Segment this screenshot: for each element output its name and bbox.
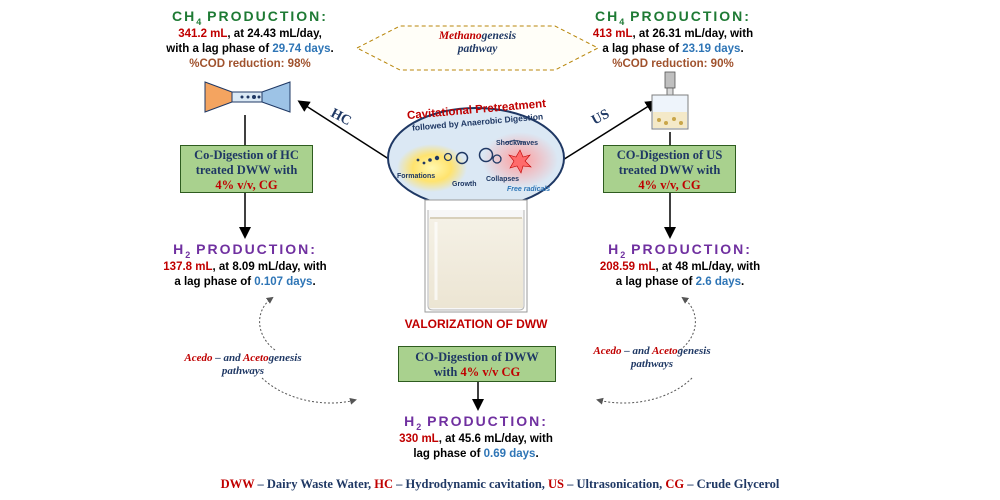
left-ch4-line1: 341.2 mL, at 24.43 mL/day,: [178, 27, 322, 40]
beaker-image: [424, 199, 528, 313]
left-pathway-label: Acedo – and Acetogenesis pathways: [168, 352, 318, 378]
formations-label: Formations: [397, 173, 436, 180]
cavitation-ellipse: [387, 107, 565, 209]
left-h2-line2: a lag phase of 0.107 days.: [174, 275, 316, 288]
left-ch4-block: CH4 PRODUCTION: 341.2 mL, at 24.43 mL/da…: [152, 8, 348, 72]
right-ch4-title: CH4 PRODUCTION:: [595, 8, 751, 27]
right-ch4-line1: 413 mL, at 26.31 mL/day, with: [592, 27, 754, 40]
us-device-icon: [651, 71, 689, 130]
us-arrow: [557, 100, 658, 164]
bottom-h2-title: H2 PRODUCTION:: [404, 413, 548, 432]
right-pathway-line2: pathways: [630, 358, 674, 370]
right-ch4-line2: a lag phase of 23.19 days.: [602, 42, 744, 55]
bottom-h2-line2: lag phase of 0.69 days.: [413, 447, 539, 460]
right-box-line2: treated DWW with: [618, 163, 721, 177]
center-codigestion-box: CO-Digestion of DWW with 4% v/v CG: [398, 346, 556, 382]
methanogenesis-shape: [355, 25, 600, 71]
right-ch4-block: CH4 PRODUCTION: 413 mL, at 26.31 mL/day,…: [575, 8, 771, 72]
left-h2-title: H2 PRODUCTION:: [173, 241, 317, 260]
hc-arrow: [297, 100, 396, 164]
shockwaves-label: Shockwaves: [496, 140, 539, 147]
right-pathway-label: Acedo – and Acetogenesis pathways: [577, 345, 727, 371]
bottom-h2-line1: 330 mL, at 45.6 mL/day, with: [399, 432, 553, 445]
left-ch4-title: CH4 PRODUCTION:: [172, 8, 328, 27]
collapses-label: Collapses: [486, 176, 520, 183]
right-h2-line1: 208.59 mL, at 48 mL/day, with: [599, 260, 761, 273]
right-h2-line2: a lag phase of 2.6 days.: [615, 275, 745, 288]
left-ch4-line2: with a lag phase of 29.74 days.: [166, 42, 334, 55]
right-cycle-upper: [679, 296, 696, 351]
left-cycle-upper: [259, 296, 276, 351]
center-box-line1: CO-Digestion of DWW: [415, 350, 539, 364]
left-box-line3: 4% v/v, CG: [215, 178, 278, 192]
left-ch4-cod: %COD reduction: 98%: [189, 57, 311, 70]
methano-word: Methano: [438, 30, 482, 42]
free-radicals-label: Free radicals: [507, 186, 551, 193]
left-box-line1: Co-Digestion of HC: [194, 148, 299, 162]
left-box-line2: treated DWW with: [195, 163, 298, 177]
growth-label: Growth: [452, 181, 477, 188]
right-cycle-lower: [596, 377, 693, 405]
methanogenesis-pathway: pathway: [457, 43, 498, 55]
center-box-line2: with 4% v/v CG: [433, 365, 521, 379]
abbreviation-footer: DWW – Dairy Waste Water, HC – Hydrodynam…: [220, 477, 780, 491]
left-cycle-lower: [261, 377, 357, 405]
left-codigestion-box: Co-Digestion of HC treated DWW with 4% v…: [180, 145, 313, 193]
left-h2-line1: 137.8 mL, at 8.09 mL/day, with: [163, 260, 327, 273]
left-h2-block: H2 PRODUCTION: 137.8 mL, at 8.09 mL/day,…: [142, 241, 348, 290]
genesis-word: genesis: [481, 30, 517, 42]
right-box-line3: 4% v/v, CG: [638, 178, 701, 192]
right-codigestion-box: CO-Digestion of US treated DWW with 4% v…: [603, 145, 736, 193]
right-h2-block: H2 PRODUCTION: 208.59 mL, at 48 mL/day, …: [590, 241, 770, 290]
hc-device-icon: [204, 81, 291, 113]
right-h2-title: H2 PRODUCTION:: [608, 241, 752, 260]
bottom-h2-block: H2 PRODUCTION: 330 mL, at 45.6 mL/day, w…: [376, 413, 576, 462]
right-ch4-cod: %COD reduction: 90%: [612, 57, 734, 70]
valorization-label: VALORIZATION OF DWW: [404, 317, 548, 331]
methanogenesis-label: Methanogenesis pathway: [400, 30, 555, 56]
left-pathway-line2: pathways: [221, 365, 265, 377]
right-box-line1: CO-Digestion of US: [616, 148, 723, 162]
